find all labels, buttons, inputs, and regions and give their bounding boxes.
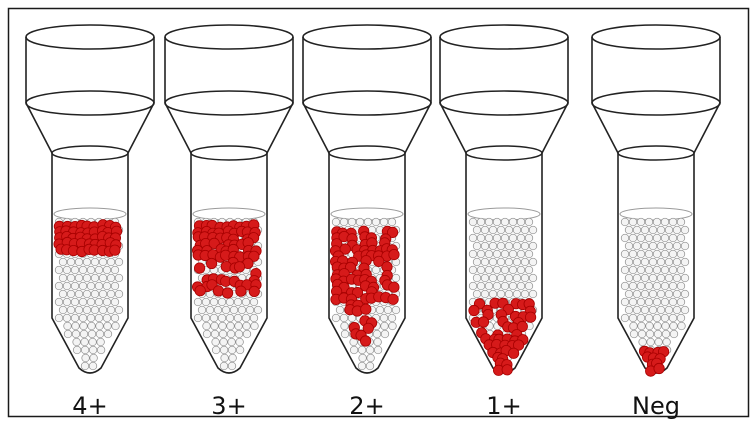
- column-top: [466, 146, 542, 160]
- gel-tube-1plus: [440, 25, 568, 375]
- reservoir-ring: [165, 91, 293, 115]
- red-cells: [330, 226, 399, 346]
- reservoir-rim: [165, 25, 293, 49]
- reservoir-rim: [440, 25, 568, 49]
- reservoir-ring: [303, 91, 431, 115]
- tube-label-2plus: 2+: [312, 392, 422, 420]
- reservoir-rim: [592, 25, 720, 49]
- gel-tube-4plus: [26, 25, 154, 373]
- reservoir-rim: [26, 25, 154, 49]
- red-cells: [639, 346, 668, 376]
- gel-tube-2plus: [303, 25, 431, 373]
- tube-label-neg: Neg: [601, 392, 711, 420]
- column-top: [52, 146, 128, 160]
- red-cells: [469, 298, 536, 375]
- red-cells: [192, 220, 261, 298]
- tube-label-4plus: 4+: [35, 392, 145, 420]
- gel-tube-neg: [592, 25, 720, 376]
- column-top: [618, 146, 694, 160]
- column-top: [191, 146, 267, 160]
- reservoir-ring: [440, 91, 568, 115]
- tube-label-3plus: 3+: [174, 392, 284, 420]
- reservoir-rim: [303, 25, 431, 49]
- tube-label-1plus: 1+: [449, 392, 559, 420]
- gel-tube-3plus: [165, 25, 293, 373]
- reservoir-ring: [26, 91, 154, 115]
- column-top: [329, 146, 405, 160]
- reservoir-ring: [592, 91, 720, 115]
- red-cells: [54, 220, 122, 257]
